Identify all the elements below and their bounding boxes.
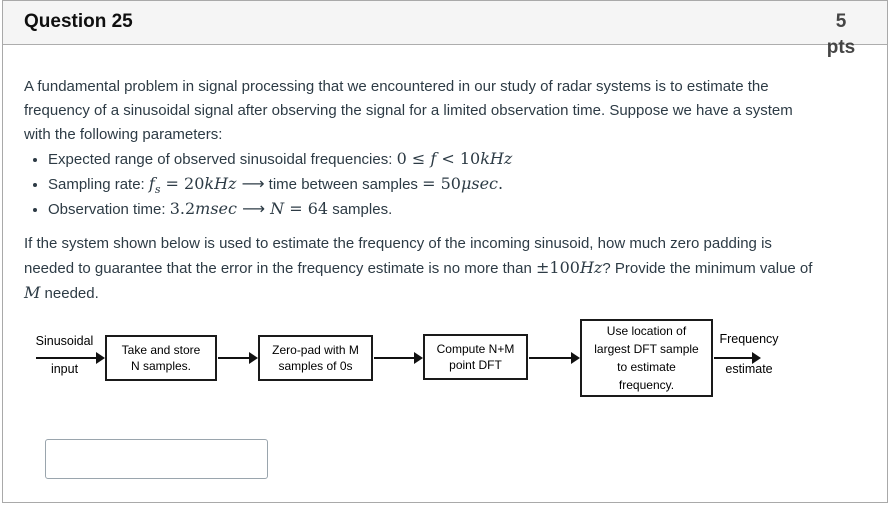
text-run: ? Provide the minimum value of: [602, 260, 813, 277]
box-line: frequency.: [618, 378, 675, 392]
text-line: M needed.: [24, 281, 866, 306]
diagram-box-estimate-frequency: Use location of largest DFT sample to esti…: [580, 319, 713, 397]
math-expression: 3.2msec ⟶ N = 64: [169, 199, 329, 218]
box-line: point DFT: [449, 358, 502, 372]
bullet-item: Observation time: 3.2msec ⟶ N = 64 sampl…: [48, 197, 866, 222]
box-line: largest DFT sample: [594, 342, 699, 356]
question-title: Question 25: [24, 11, 133, 32]
box-line: samples of 0s: [278, 359, 353, 373]
text-run: A fundamental problem in signal processi…: [24, 78, 769, 95]
text-line: with the following parameters:: [24, 123, 866, 147]
text-run: with the following parameters:: [24, 126, 223, 143]
question-header: Question 25 5 pts: [3, 1, 887, 58]
points-badge: 5 pts: [809, 9, 873, 61]
text-line: frequency of a sinusoidal signal after o…: [24, 99, 866, 123]
box-line: Zero-pad with M: [272, 343, 359, 357]
math-expression: fs = 20kHz ⟶: [148, 174, 265, 197]
diagram-box-compute-dft: Compute N+M point DFT: [423, 334, 528, 380]
box-line: N samples.: [130, 359, 192, 373]
bullet-item: Expected range of observed sinusoidal fr…: [48, 147, 866, 172]
math-expression: M: [24, 283, 41, 302]
answer-input[interactable]: [45, 439, 268, 479]
text-run: needed.: [40, 285, 99, 302]
text-run: If the system shown below is used to est…: [24, 235, 772, 252]
question-paragraph-1: A fundamental problem in signal processi…: [24, 75, 866, 147]
input-signal-label-line2: input: [50, 362, 79, 376]
math-expression: = 50μsec.: [422, 174, 504, 193]
block-diagram: Sinusoidal input Take and store N samples…: [3, 306, 887, 435]
input-signal-label-line1: Sinusoidal: [35, 334, 94, 348]
parameter-list: Expected range of observed sinusoidal fr…: [24, 147, 866, 222]
flow-arrow-1: [218, 352, 258, 364]
text-run: Sampling rate:: [48, 176, 149, 193]
box-line: to estimate: [617, 360, 676, 374]
question-body: A fundamental problem in signal processi…: [3, 45, 887, 479]
text-line: If the system shown below is used to est…: [24, 232, 866, 256]
text-run: Expected range of observed sinusoidal fr…: [48, 151, 397, 168]
text-line: A fundamental problem in signal processi…: [24, 75, 866, 99]
text-run: needed to guarantee that the error in th…: [24, 260, 536, 277]
flow-arrow-2: [374, 352, 423, 364]
output-label-line1: Frequency: [719, 332, 779, 346]
flow-arrow-3: [529, 352, 580, 364]
diagram-box-zero-pad: Zero-pad with M samples of 0s: [258, 335, 373, 381]
box-line: Compute N+M: [436, 342, 515, 356]
text-run: Observation time:: [48, 201, 170, 218]
math-expression: ±100Hz: [536, 258, 603, 277]
points-value: 5: [835, 11, 847, 32]
flow-arrow-output: [714, 352, 761, 364]
output-label-line2: estimate: [725, 362, 773, 376]
box-line: Use location of: [606, 324, 687, 338]
points-unit: pts: [826, 37, 856, 58]
text-run: time between samples: [264, 176, 423, 193]
text-run: frequency of a sinusoidal signal after o…: [24, 102, 793, 119]
bullet-item: Sampling rate: fs = 20kHz ⟶ time between…: [48, 172, 866, 197]
box-line: Take and store: [121, 343, 201, 357]
question-paragraph-2: If the system shown below is used to est…: [24, 232, 866, 306]
math-expression: 0 ≤ f < 10kHz: [396, 149, 513, 168]
flow-arrow-input: [36, 352, 105, 364]
text-run: samples.: [328, 201, 393, 218]
text-line: needed to guarantee that the error in th…: [24, 256, 866, 281]
diagram-box-take-and-store: Take and store N samples.: [105, 335, 217, 381]
